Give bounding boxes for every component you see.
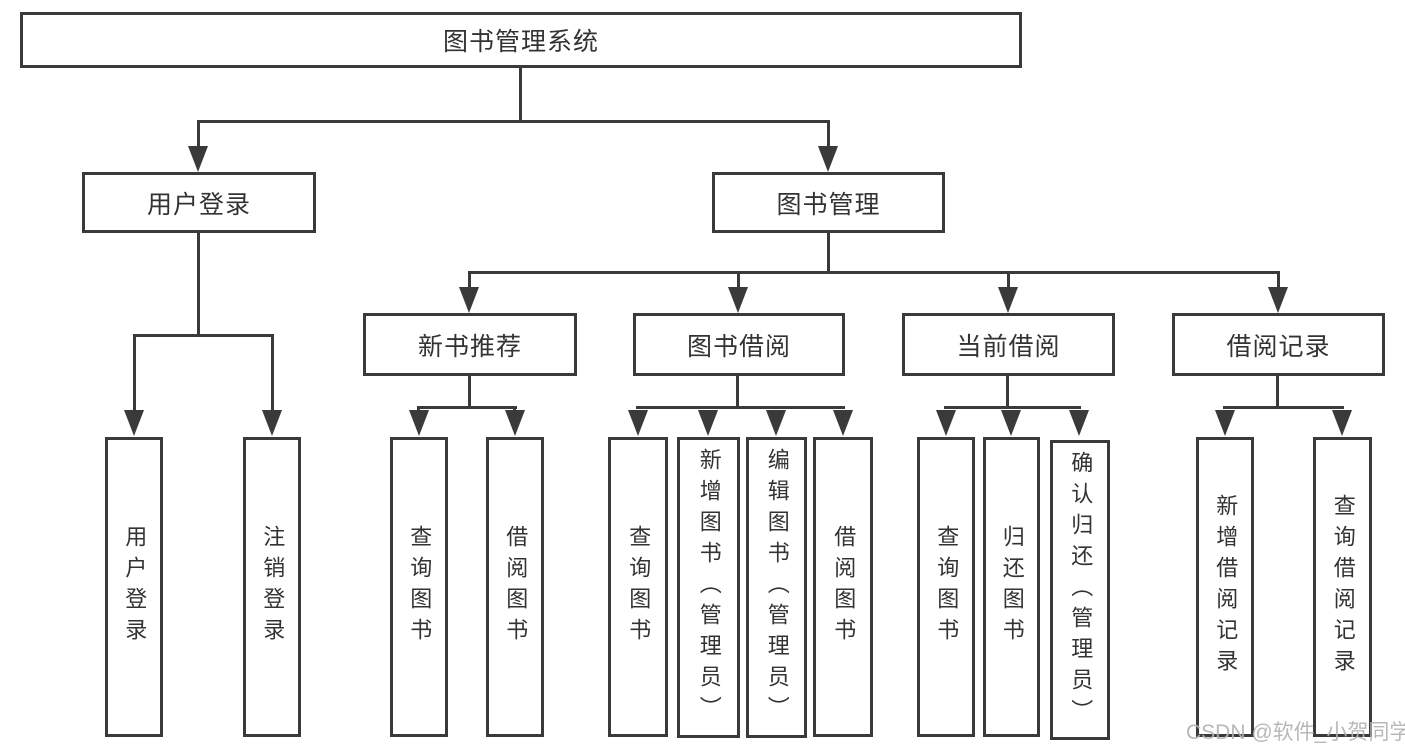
connector-line [197, 120, 200, 148]
node-book-borrowing: 图书借阅 [633, 313, 845, 376]
node-leaf-confirm-return-admin-label: 确认归还（管理员） [1068, 450, 1094, 730]
node-leaf-edit-books-admin: 编辑图书（管理员） [746, 437, 807, 738]
node-leaf-borrow-books-1-label: 借阅图书 [503, 525, 529, 649]
node-current-borrowing-label: 当前借阅 [956, 332, 1061, 361]
arrow-down-icon [262, 410, 282, 436]
node-leaf-borrow-books-2-label: 借阅图书 [831, 525, 857, 649]
node-leaf-user-login: 用户登录 [105, 437, 163, 737]
arrow-down-icon [1069, 410, 1089, 436]
connector-line [1007, 271, 1010, 289]
arrow-down-icon [998, 287, 1018, 313]
connector-line [1223, 406, 1344, 409]
node-borrowing-records: 借阅记录 [1172, 313, 1385, 376]
node-current-borrowing: 当前借阅 [902, 313, 1115, 376]
arrow-down-icon [409, 410, 429, 436]
node-leaf-confirm-return-admin: 确认归还（管理员） [1050, 440, 1110, 740]
node-leaf-query-books-1-label: 查询图书 [407, 525, 433, 649]
connector-line [1277, 271, 1280, 289]
connector-line [519, 68, 522, 123]
arrow-down-icon [459, 287, 479, 313]
node-leaf-logout: 注销登录 [243, 437, 301, 737]
node-new-book-recommend: 新书推荐 [363, 313, 577, 376]
node-leaf-edit-books-admin-label: 编辑图书（管理员） [764, 448, 790, 727]
connector-line [1276, 376, 1279, 409]
csdn-watermark: CSDN @软件_小贺同学 [1186, 721, 1405, 744]
connector-line [737, 271, 740, 289]
node-leaf-query-borrow-record-label: 查询借阅记录 [1330, 494, 1356, 680]
node-leaf-logout-label: 注销登录 [260, 525, 286, 649]
connector-line [197, 233, 200, 337]
connector-line [197, 120, 830, 123]
arrow-down-icon [124, 410, 144, 436]
node-book-borrowing-label: 图书借阅 [686, 332, 791, 361]
node-leaf-add-borrow-record: 新增借阅记录 [1196, 437, 1254, 737]
node-leaf-query-books-3: 查询图书 [917, 437, 975, 737]
node-leaf-return-books: 归还图书 [983, 437, 1040, 737]
arrow-down-icon [1001, 410, 1021, 436]
arrow-down-icon [833, 410, 853, 436]
connector-line [468, 376, 471, 409]
arrow-down-icon [936, 410, 956, 436]
node-leaf-add-books-admin: 新增图书（管理员） [677, 437, 740, 738]
connector-line [133, 334, 136, 414]
arrow-down-icon [766, 410, 786, 436]
arrow-down-icon [505, 410, 525, 436]
node-leaf-user-login-label: 用户登录 [122, 525, 148, 649]
connector-line [1006, 376, 1009, 409]
node-leaf-query-books-2: 查询图书 [608, 437, 668, 737]
node-user-login: 用户登录 [82, 172, 316, 233]
node-leaf-query-books-2-label: 查询图书 [626, 525, 652, 649]
arrow-down-icon [1215, 410, 1235, 436]
node-leaf-add-books-admin-label: 新增图书（管理员） [696, 448, 722, 727]
node-leaf-return-books-label: 归还图书 [999, 525, 1025, 649]
arrow-down-icon [1268, 287, 1288, 313]
node-leaf-query-books-1: 查询图书 [390, 437, 448, 737]
node-user-login-label: 用户登录 [146, 190, 251, 219]
node-book-management-label: 图书管理 [776, 190, 881, 219]
node-root-label: 图书管理系统 [442, 28, 599, 56]
node-leaf-add-borrow-record-label: 新增借阅记录 [1213, 494, 1239, 680]
arrow-down-icon [728, 287, 748, 313]
connector-line [944, 406, 1081, 409]
arrow-down-icon [188, 146, 208, 172]
arrow-down-icon [1332, 410, 1352, 436]
node-leaf-query-books-3-label: 查询图书 [934, 525, 960, 649]
connector-line [636, 406, 845, 409]
connector-line [468, 271, 1280, 274]
connector-line [736, 376, 739, 409]
node-book-management: 图书管理 [712, 172, 945, 233]
arrow-down-icon [628, 410, 648, 436]
arrow-down-icon [698, 410, 718, 436]
node-root: 图书管理系统 [20, 12, 1022, 68]
arrow-down-icon [818, 146, 838, 172]
connector-line [133, 334, 274, 337]
node-leaf-borrow-books-2: 借阅图书 [813, 437, 873, 737]
node-borrowing-records-label: 借阅记录 [1226, 332, 1331, 361]
node-new-book-recommend-label: 新书推荐 [417, 332, 522, 361]
connector-line [271, 334, 274, 414]
connector-line [468, 271, 471, 289]
node-leaf-borrow-books-1: 借阅图书 [486, 437, 544, 737]
connector-line [417, 406, 517, 409]
node-leaf-query-borrow-record: 查询借阅记录 [1313, 437, 1372, 737]
connector-line [827, 233, 830, 274]
connector-line [827, 120, 830, 148]
